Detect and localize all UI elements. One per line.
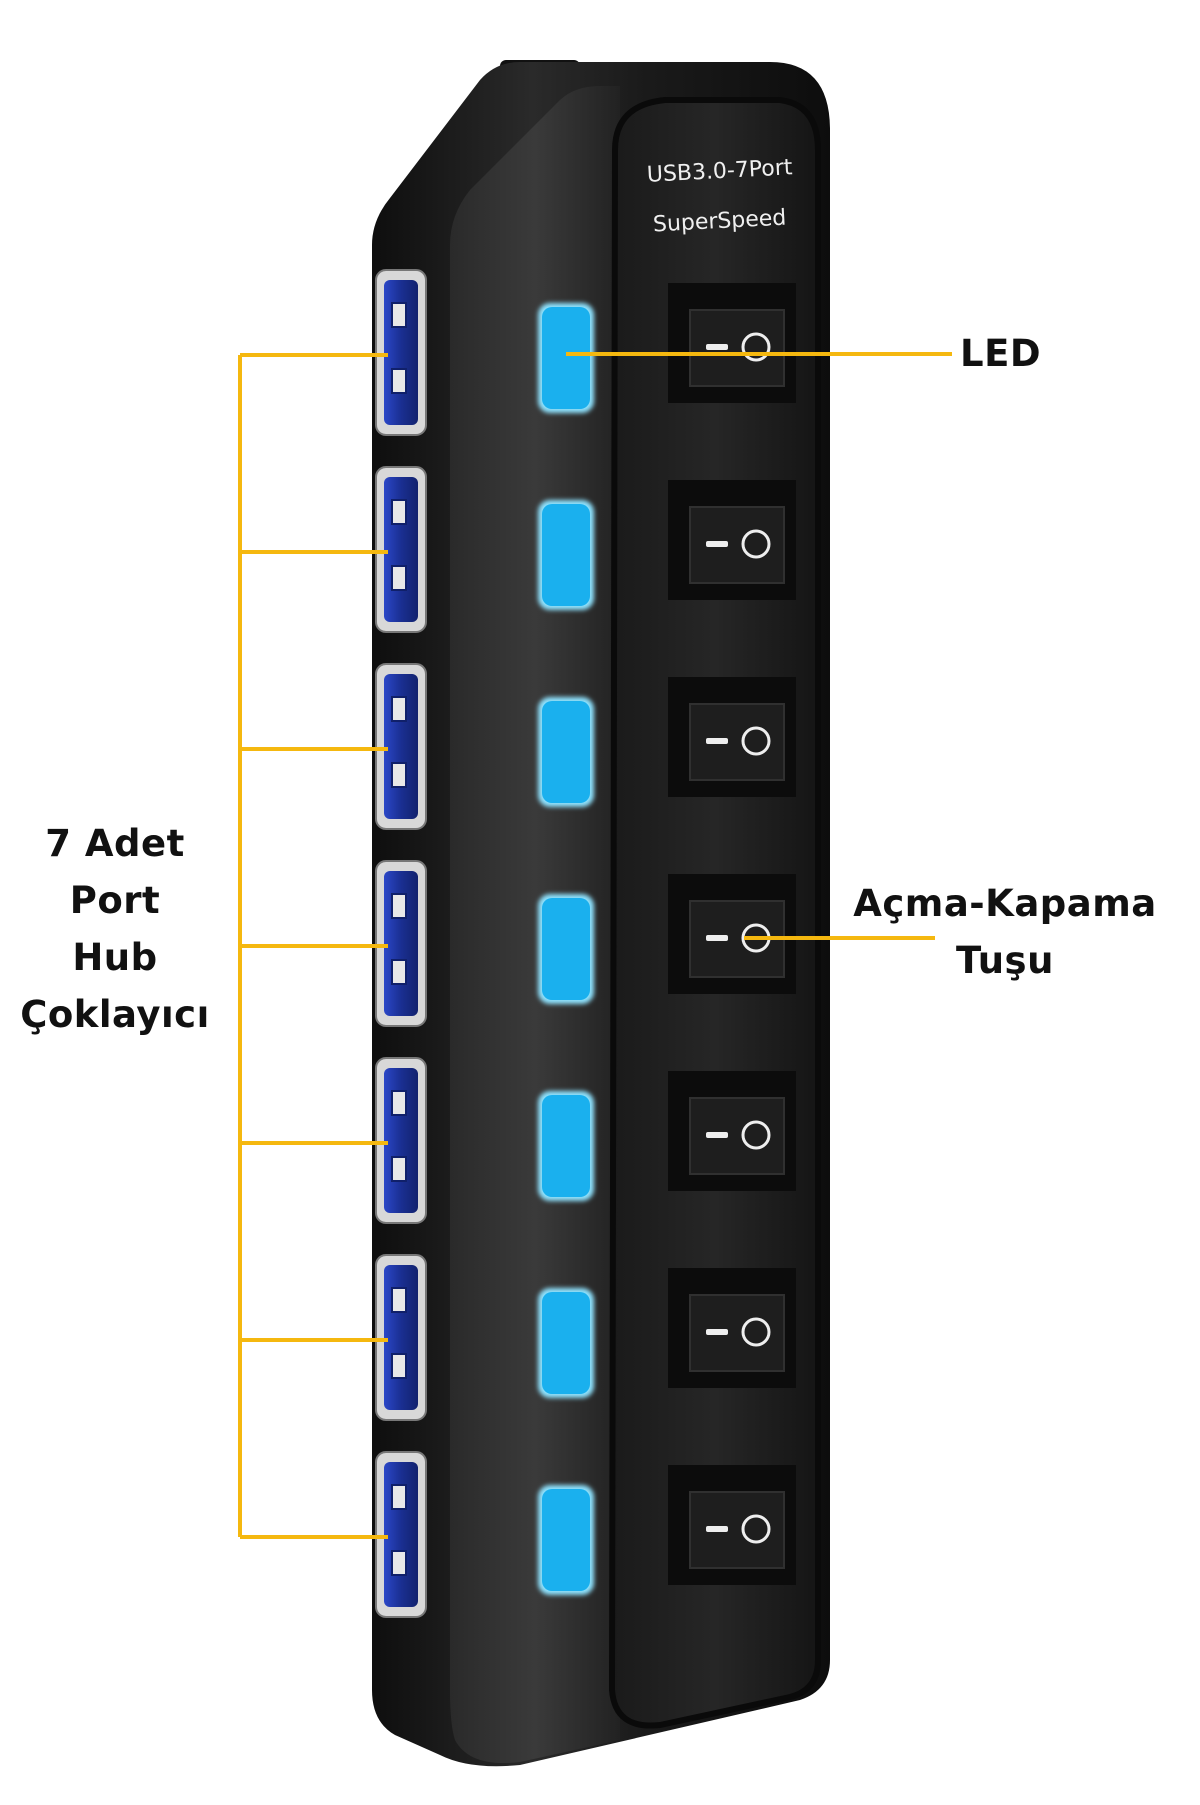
port-led [538, 1485, 594, 1595]
led-light [542, 307, 590, 409]
usb-pin [391, 762, 407, 788]
ports-annotation-label: 7 Adet Port Hub Çoklayıcı [10, 815, 220, 1043]
switch-label-line: Tuşu [956, 939, 1054, 982]
on-symbol-icon [741, 1317, 771, 1347]
led-light [542, 1292, 590, 1394]
port-led [538, 303, 594, 413]
off-symbol-icon [706, 1329, 728, 1335]
on-symbol-icon [741, 529, 771, 559]
usb-pin [391, 1090, 407, 1116]
power-switch[interactable] [668, 283, 796, 403]
usb-pin [391, 1353, 407, 1379]
usb-pin [391, 565, 407, 591]
power-switch[interactable] [668, 874, 796, 994]
usb-pin [391, 696, 407, 722]
port-led [538, 894, 594, 1004]
usb-port-tongue [384, 1265, 418, 1410]
port-led [538, 1091, 594, 1201]
off-symbol-icon [706, 935, 728, 941]
switch-annotation-label: Açma-Kapama Tuşu [835, 875, 1175, 989]
usb-pin [391, 1156, 407, 1182]
off-symbol-icon [706, 1132, 728, 1138]
led-light [542, 898, 590, 1000]
usb-port [375, 466, 427, 633]
usb-port [375, 269, 427, 436]
on-symbol-icon [741, 332, 771, 362]
usb-port [375, 1254, 427, 1421]
usb-port-tongue [384, 674, 418, 819]
port-led [538, 1288, 594, 1398]
port-led [538, 500, 594, 610]
usb-port-tongue [384, 1462, 418, 1607]
ports-label-line: Çoklayıcı [20, 993, 210, 1036]
led-light [542, 504, 590, 606]
usb-port [375, 1057, 427, 1224]
off-symbol-icon [706, 344, 728, 350]
usb-port-tongue [384, 871, 418, 1016]
usb-port-tongue [384, 477, 418, 622]
usb-pin [391, 1484, 407, 1510]
off-symbol-icon [706, 1526, 728, 1532]
usb-pin [391, 959, 407, 985]
power-switch[interactable] [668, 677, 796, 797]
power-switch[interactable] [668, 1071, 796, 1191]
off-symbol-icon [706, 541, 728, 547]
power-switch[interactable] [668, 1465, 796, 1585]
usb-port [375, 663, 427, 830]
usb-pin [391, 302, 407, 328]
usb-port [375, 860, 427, 1027]
usb-pin [391, 368, 407, 394]
led-light [542, 1095, 590, 1197]
usb-pin [391, 1550, 407, 1576]
usb-pin [391, 1287, 407, 1313]
hub-side-face [450, 86, 620, 1764]
power-switch[interactable] [668, 1268, 796, 1388]
led-annotation-label: LED [960, 332, 1042, 375]
usb-port [375, 1451, 427, 1618]
on-symbol-icon [741, 1120, 771, 1150]
led-light [542, 701, 590, 803]
usb-pin [391, 499, 407, 525]
usb-pin [391, 893, 407, 919]
led-light [542, 1489, 590, 1591]
switch-label-line: Açma-Kapama [853, 882, 1157, 925]
ports-label-line: 7 Adet [45, 822, 185, 865]
port-led [538, 697, 594, 807]
usb-port-tongue [384, 1068, 418, 1213]
usb-port-tongue [384, 280, 418, 425]
on-symbol-icon [741, 726, 771, 756]
off-symbol-icon [706, 738, 728, 744]
ports-label-line: Hub [72, 936, 158, 979]
on-symbol-icon [741, 1514, 771, 1544]
power-switch[interactable] [668, 480, 796, 600]
ports-label-line: Port [69, 879, 161, 922]
